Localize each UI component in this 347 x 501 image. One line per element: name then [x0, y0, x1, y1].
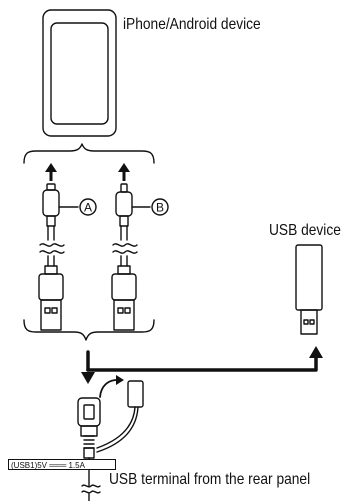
rating-label: (USB1)5V ═══ 1.5A — [8, 459, 116, 470]
bottom-brace — [23, 319, 155, 341]
connector-a-callout: A — [79, 198, 97, 216]
connector-a-label: A — [84, 201, 92, 215]
curved-arrow-icon — [99, 375, 124, 398]
micro-usb-cable-a — [38, 183, 79, 331]
connection-path — [81, 346, 323, 384]
up-arrow-icon-right — [118, 163, 130, 181]
connector-b-callout: B — [151, 198, 169, 216]
usb-flash-drive-icon — [295, 244, 323, 335]
usb-device-label: USB device — [269, 222, 341, 239]
terminal-cap — [96, 380, 144, 453]
up-arrow-icon-left — [45, 163, 57, 181]
smartphone-label: iPhone/Android device — [123, 16, 261, 33]
top-brace — [23, 143, 155, 164]
connector-b-label: B — [156, 201, 164, 215]
usb-terminal-label: USB terminal from the rear panel — [109, 471, 311, 488]
lightning-cable-b — [111, 183, 151, 331]
usb-terminal-connector — [77, 397, 101, 501]
smartphone-icon — [42, 9, 117, 137]
